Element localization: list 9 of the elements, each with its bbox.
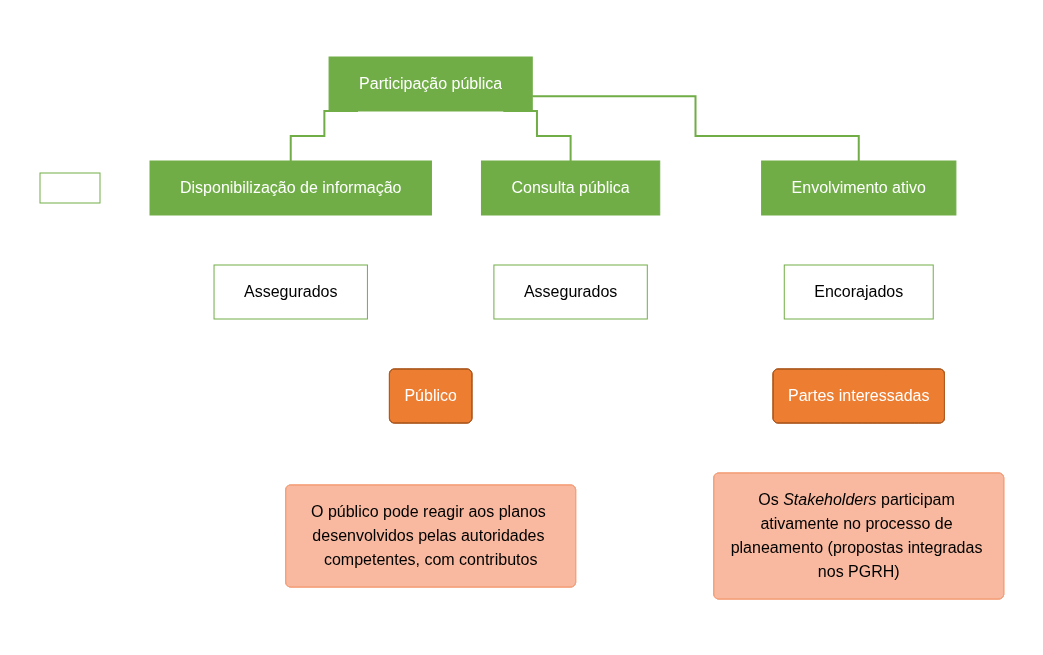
node-box: Envolvimento ativo bbox=[760, 160, 956, 215]
node-box: Consulta pública bbox=[480, 160, 660, 215]
node-box: Participação pública bbox=[328, 56, 533, 111]
node-box: Assegurados bbox=[213, 264, 368, 319]
node-box: Encorajados bbox=[783, 264, 934, 319]
node-box: Disponibilização de informação bbox=[149, 160, 432, 215]
connector bbox=[530, 94, 860, 162]
node-box: Assegurados bbox=[493, 264, 648, 319]
node-box bbox=[39, 172, 101, 203]
